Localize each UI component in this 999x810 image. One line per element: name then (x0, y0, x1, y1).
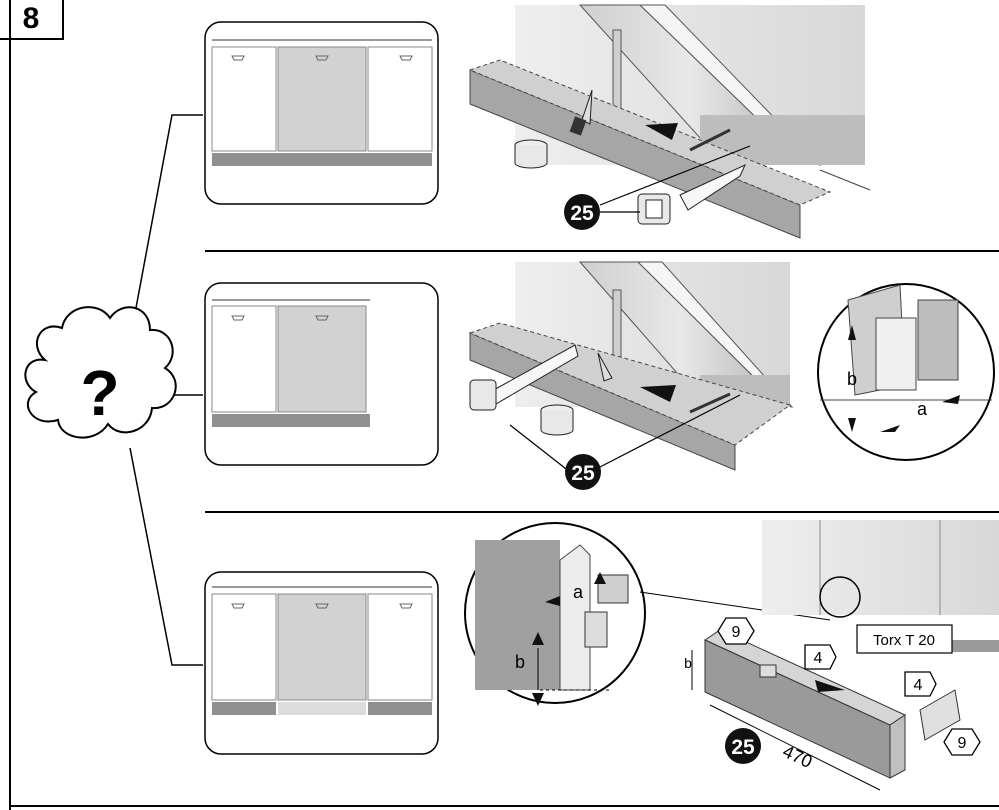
question-mark: ? (80, 357, 119, 429)
clip-pentagon-label-1: 4 (804, 644, 837, 670)
branch-lines (129, 114, 203, 666)
screw-hex-label-1: 9 (717, 617, 755, 645)
illustration-option-2 (468, 261, 995, 473)
svg-text:4: 4 (814, 650, 823, 667)
dimension-a-label-2: a (917, 399, 928, 419)
svg-text:25: 25 (571, 462, 595, 485)
svg-text:4: 4 (914, 677, 923, 694)
question-cloud (24, 306, 177, 439)
dimension-b-label-3: b (515, 652, 525, 672)
thumbnail-option-2 (204, 282, 439, 466)
svg-text:25: 25 (570, 202, 594, 225)
part-25-label-2: 25 (565, 454, 601, 490)
illustration-option-3 (464, 520, 999, 791)
dimension-length-label: 470 (780, 741, 816, 772)
dimension-b-label-2: b (847, 369, 857, 389)
thumbnail-option-1 (204, 21, 439, 205)
part-25-label-1: 25 (564, 194, 600, 230)
svg-text:9: 9 (958, 735, 967, 752)
thumbnail-option-3 (204, 571, 439, 755)
svg-text:Torx T 20: Torx T 20 (873, 632, 935, 649)
part-25-label-3: 25 (725, 728, 761, 764)
dimension-b-label-panel: b (684, 655, 692, 671)
screw-hex-label-2: 9 (943, 728, 981, 756)
svg-text:25: 25 (731, 736, 755, 759)
torx-tool-label: Torx T 20 (856, 624, 953, 654)
svg-text:9: 9 (732, 624, 741, 641)
illustration-option-1 (468, 4, 871, 239)
dimension-a-label-3: a (573, 582, 584, 602)
clip-pentagon-label-2: 4 (904, 671, 937, 697)
